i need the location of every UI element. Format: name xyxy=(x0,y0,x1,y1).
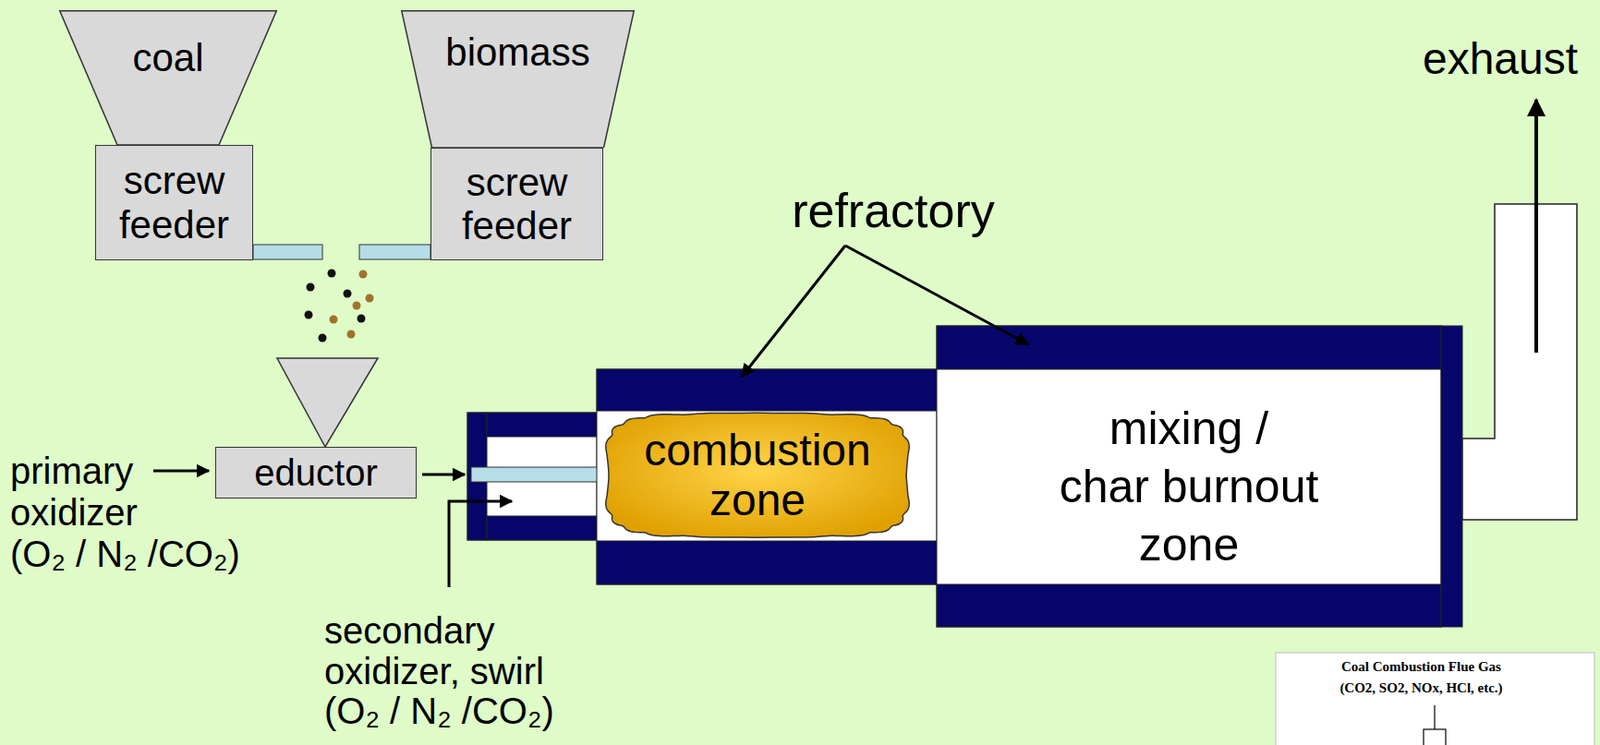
flame-zone: combustion zone xyxy=(608,414,907,537)
exhaust-stack xyxy=(1462,204,1577,521)
feed-tube xyxy=(253,244,323,260)
node-text: (CO2, SO2, NOx, HCl, etc.) xyxy=(1275,678,1567,700)
feed-arrow xyxy=(422,473,465,477)
screw-feeder: screw feeder xyxy=(95,145,254,261)
node-text: mixing / xyxy=(1109,400,1269,459)
inset-figure xyxy=(1275,653,1595,745)
oxidizer-label: secondary xyxy=(324,610,496,652)
gas-formula: (O₂ / N₂ /CO₂) xyxy=(10,533,241,575)
node-text: eductor xyxy=(254,452,377,495)
oxidizer-label: oxidizer xyxy=(10,492,138,534)
exhaust-label: exhaust xyxy=(1422,35,1578,85)
mixing-chamber xyxy=(936,326,1463,628)
screw-feeder: screw feeder xyxy=(430,147,604,261)
combustion-chamber xyxy=(596,369,937,585)
secondary-arrow xyxy=(448,501,512,588)
node-text: biomass xyxy=(400,30,635,74)
node-text: zone xyxy=(1139,516,1239,575)
eductor-funnel xyxy=(277,358,378,448)
oxidizer-label: oxidizer, swirl xyxy=(324,651,545,692)
burner xyxy=(467,412,618,541)
node-text: Coal Combustion Flue Gas xyxy=(1275,656,1567,679)
node-text: screw feeder xyxy=(436,160,597,248)
inset-caption: Coal Combustion Flue Gas(CO2, SO2, NOx, … xyxy=(1275,653,1595,745)
fuel-particles xyxy=(304,269,375,343)
exhaust-arrow xyxy=(1534,99,1539,353)
primary-arrow xyxy=(153,470,209,473)
leader-line xyxy=(845,245,1029,345)
node-text: screw feeder xyxy=(101,158,247,246)
coal-hopper: coal xyxy=(59,10,278,146)
biomass-hopper: biomass xyxy=(400,10,635,148)
oxidizer-label: primary xyxy=(10,450,134,492)
gas-formula: (O₂ / N₂ /CO₂) xyxy=(324,690,555,732)
refractory-label: refractory xyxy=(791,184,995,238)
eductor-box: eductor xyxy=(215,447,417,500)
node-text: coal xyxy=(59,36,278,80)
burnout-zone: mixing /char burnoutzone xyxy=(936,369,1442,585)
node-text: char burnout xyxy=(1059,458,1320,517)
feed-tube xyxy=(359,244,431,260)
leader-line xyxy=(741,245,846,377)
node-text: combustion zone xyxy=(636,425,879,526)
